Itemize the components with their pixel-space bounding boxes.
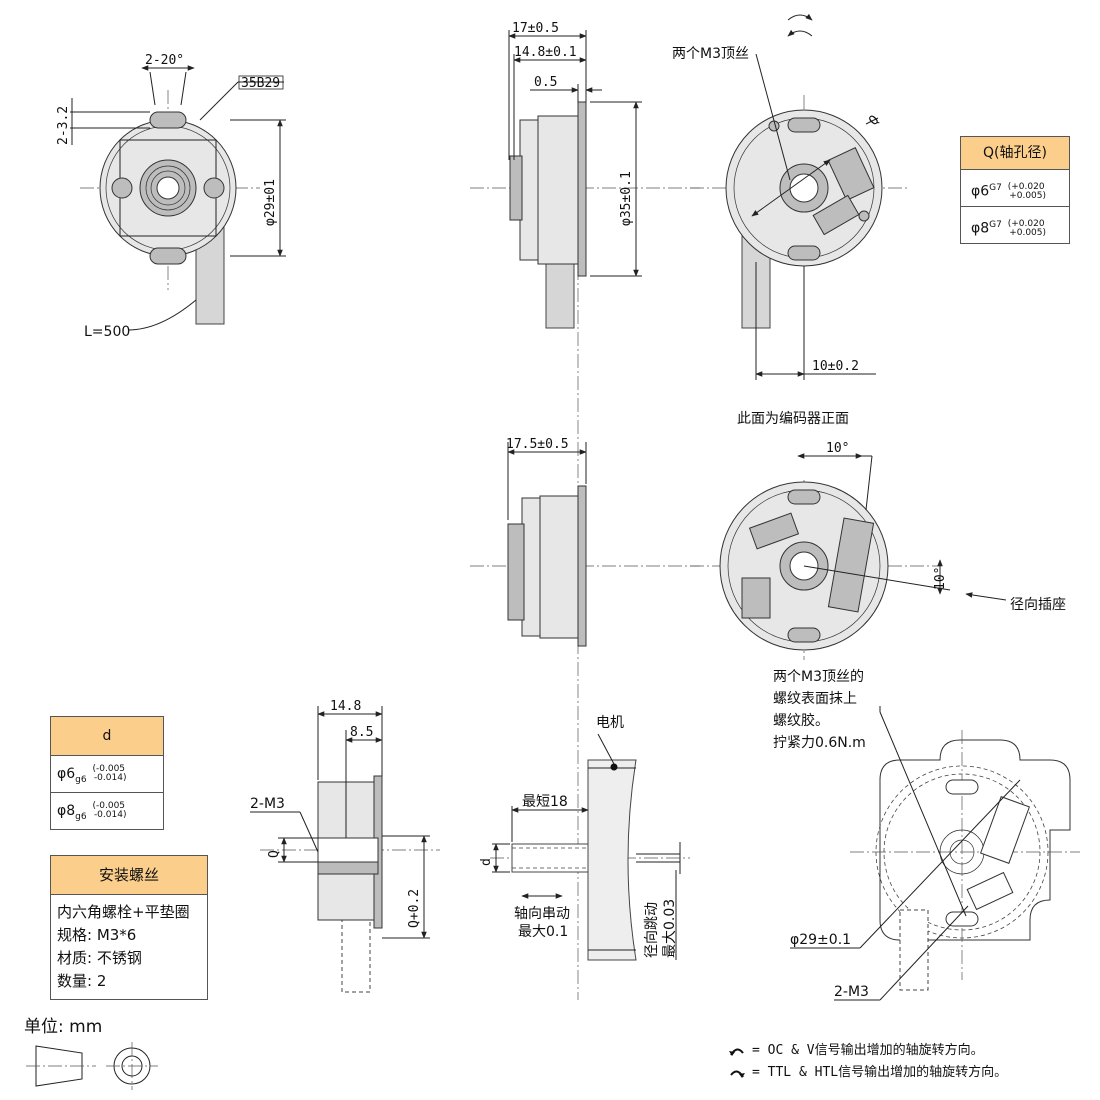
mounting-screw-table: 安装螺丝 内六角螺栓+平垫圈 规格: M3*6 材质: 不锈钢 数量: 2	[50, 855, 208, 1000]
sec-q-fit: Q+0.2	[407, 889, 422, 928]
side-dim3: 0.5	[534, 75, 557, 90]
tr-q-mark: Q	[866, 113, 882, 129]
shaft-section-view	[250, 706, 440, 993]
unit-label: 单位: mm	[24, 1017, 103, 1037]
threadlock-note: 两个M3顶丝的 螺纹表面抹上 螺纹胶。 拧紧力0.6N.m	[773, 666, 893, 754]
threadlock-line: 螺纹表面抹上	[773, 691, 857, 707]
motor-label: 电机	[596, 715, 624, 731]
sec-q: Q	[267, 850, 282, 858]
sec-dim-a: 14.8	[330, 699, 361, 714]
motor-d: d	[479, 858, 494, 866]
d-table-row: φ6g6 (-0.005 -0.014)	[51, 756, 163, 793]
mid-side-dim: 17.5±0.5	[506, 437, 569, 452]
tr-offset: 10±0.2	[812, 359, 859, 374]
ccw-arrow-icon	[729, 1048, 744, 1056]
mid-angle-side: 10°	[933, 567, 948, 590]
top-right-front-view	[690, 13, 910, 380]
q-table-row: φ6G7 (+0.020 +0.005)	[961, 170, 1069, 207]
q-table-header: Q(轴孔径)	[961, 137, 1069, 170]
tl-cable-length: L=500	[84, 324, 130, 340]
mount-spec-line: 内六角螺栓+平垫圈	[57, 903, 190, 921]
top-left-front-view	[70, 65, 286, 331]
q-table-row: φ8G7 (+0.020 +0.005)	[971, 218, 1047, 238]
sec-thread: 2-M3	[250, 796, 285, 812]
legend-cw-text: = TTL & HTL信号输出增加的轴旋转方向。	[752, 1065, 1008, 1080]
tr-set-screws: 两个M3顶丝	[672, 46, 749, 62]
q-tolerance-table: Q(轴孔径) φ6G7 (+0.020 +0.005) φ8G7 (+0.020…	[960, 136, 1070, 244]
threadlock-line: 两个M3顶丝的	[773, 669, 864, 685]
top-side-view	[470, 30, 700, 329]
d-table-header: d	[51, 717, 163, 756]
mount-spec-line: 材质: 不锈钢	[57, 949, 142, 967]
motor-min-len: 最短18	[522, 794, 568, 810]
mount-table-body: 内六角螺栓+平垫圈 规格: M3*6 材质: 不锈钢 数量: 2	[51, 895, 207, 999]
motor-shaft-view	[490, 733, 690, 961]
mount-spec-line: 数量: 2	[57, 972, 107, 990]
mid-angle-top: 10°	[826, 441, 849, 456]
mount-pcd: φ29±0.1	[790, 932, 851, 948]
motor-radial-2: 最大0.03	[662, 899, 678, 958]
d-table-row: φ8g6 (-0.005 -0.014)	[57, 801, 127, 822]
mount-table-header: 安装螺丝	[51, 856, 207, 895]
legend-ccw-text: = OC & V信号输出增加的轴旋转方向。	[752, 1043, 984, 1058]
motor-axial-1: 轴向串动	[514, 906, 570, 922]
motor-axial-2: 最大0.1	[518, 924, 568, 940]
tl-angle: 2-20°	[145, 53, 184, 68]
mount-thread: 2-M3	[834, 984, 869, 1000]
cw-arrow-icon	[730, 1070, 745, 1078]
motor-radial-1: 径向跳动	[644, 902, 660, 958]
side-diameter: φ35±0.1	[619, 171, 634, 226]
tl-pcd: φ29±01	[263, 179, 278, 226]
mounting-view	[790, 706, 1080, 1001]
tl-part-no: 35B29	[241, 76, 280, 91]
middle-right-front-view	[690, 453, 1007, 660]
rotation-legend: = OC & V信号输出增加的轴旋转方向。 = TTL & HTL信号输出增加的…	[728, 1040, 1007, 1084]
d-tolerance-table: d φ6g6 (-0.005 -0.014) φ8g6 (-0.005 -0.0…	[50, 716, 164, 830]
sec-dim-b: 8.5	[350, 725, 373, 740]
radial-socket-label: 径向插座	[1010, 597, 1066, 613]
tl-slot: 2-3.2	[56, 106, 71, 145]
threadlock-line: 螺纹胶。	[773, 713, 829, 729]
front-face-note: 此面为编码器正面	[737, 411, 849, 427]
projection-symbol	[26, 1042, 158, 1090]
side-dim1: 17±0.5	[512, 21, 559, 36]
threadlock-line: 拧紧力0.6N.m	[773, 735, 866, 751]
mount-spec-line: 规格: M3*6	[57, 926, 137, 944]
middle-side-view	[470, 442, 700, 647]
side-dim2: 14.8±0.1	[514, 45, 577, 60]
